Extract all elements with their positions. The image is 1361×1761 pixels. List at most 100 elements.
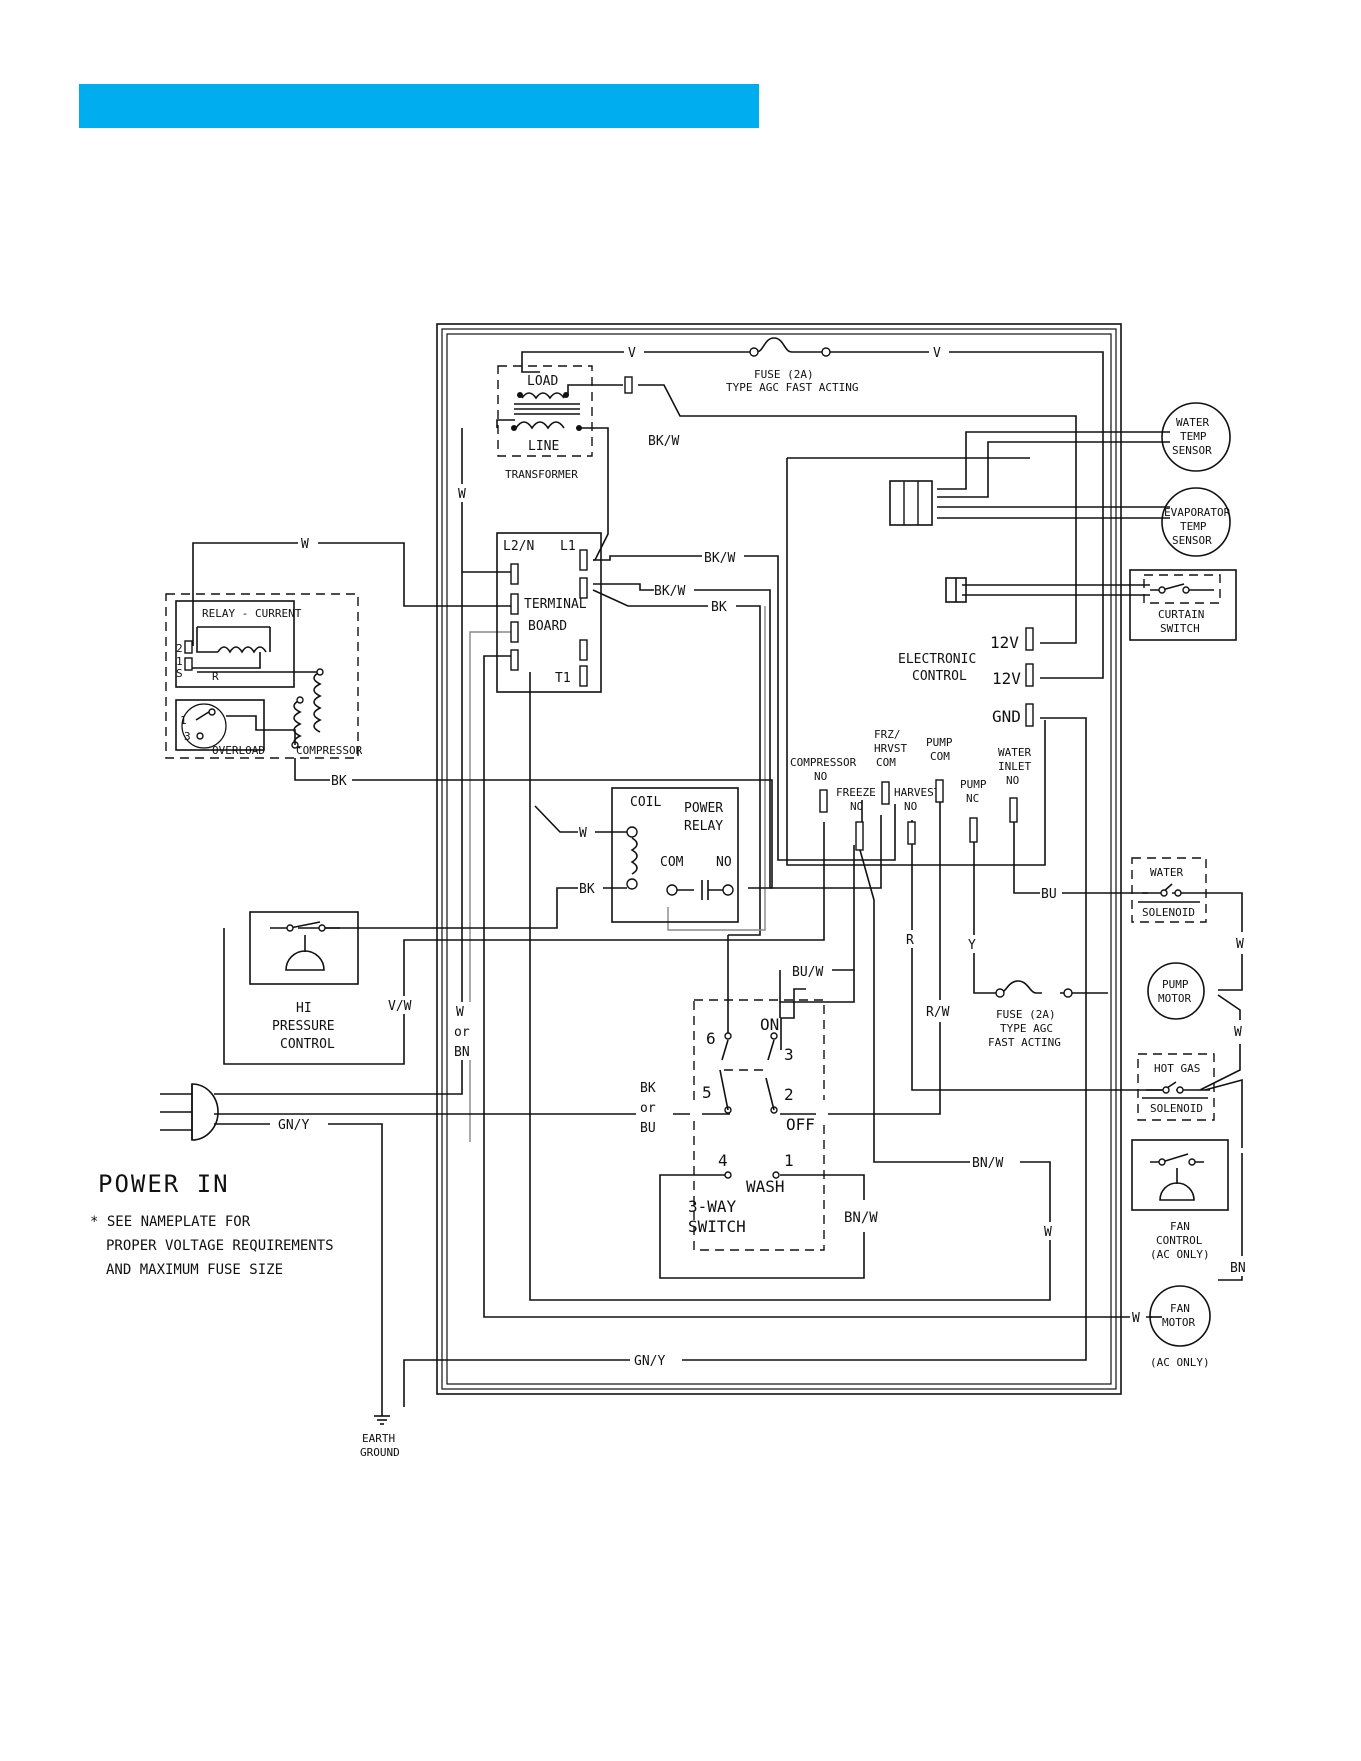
three-way-switch: 6 ON 3 5 2 OFF 4 1 WASH 3-WAY SWITCH xyxy=(688,999,828,1251)
wire-label-bn-1: BN xyxy=(454,1045,470,1060)
switch-name-label-2: SWITCH xyxy=(688,1217,746,1236)
wire-label-bu-sw: BU xyxy=(640,1121,656,1136)
power-plug xyxy=(160,1083,219,1141)
fuse-pump-label-3: FAST ACTING xyxy=(988,1036,1061,1049)
pump-motor-label-2: MOTOR xyxy=(1158,992,1191,1005)
curtain-label-1: CURTAIN xyxy=(1158,608,1204,621)
electronic-control: ELECTRONIC CONTROL 12V 12V GND COMPRESSO… xyxy=(790,480,1034,851)
frz-label-1: FRZ/ xyxy=(874,728,901,741)
terminal-board-label-1: TERMINAL xyxy=(524,597,587,612)
wire-label-w-fanm: W xyxy=(1132,1311,1140,1326)
water-solenoid-label-1: WATER xyxy=(1150,866,1183,879)
wire-label-buw: BU/W xyxy=(792,965,823,980)
evaporator-temp-sensor: EVAPORATOR TEMP SENSOR xyxy=(1161,487,1231,557)
overload-label: OVERLOAD xyxy=(212,744,265,757)
fuse-top-type-label: TYPE AGC FAST ACTING xyxy=(726,381,858,394)
coil-label: COIL xyxy=(630,795,661,810)
gnd-label: GND xyxy=(992,707,1021,726)
hot-gas-solenoid: HOT GAS SOLENOID xyxy=(1137,1053,1215,1121)
hi-pressure-label-1: HI xyxy=(296,1001,312,1016)
wire-label-or-1: or xyxy=(454,1025,470,1040)
wire-label-bnw-1: BN/W xyxy=(972,1156,1003,1171)
wire-label-bk-relay: BK xyxy=(579,882,595,897)
fan-motor-label-1: FAN xyxy=(1170,1302,1190,1315)
fan-control-label-3: (AC ONLY) xyxy=(1150,1248,1210,1261)
hot-gas-label-1: HOT GAS xyxy=(1154,1062,1200,1075)
wire-label-bn-fan: BN xyxy=(1230,1261,1246,1276)
fan-motor: FAN MOTOR (AC ONLY) xyxy=(1149,1285,1211,1369)
terminal-l2n-label: L2/N xyxy=(503,539,534,554)
switch-pin-2: 2 xyxy=(784,1085,794,1104)
wire-label-bkw-1: BK/W xyxy=(704,551,735,566)
curtain-switch: CURTAIN SWITCH xyxy=(1129,569,1237,641)
pump-motor: PUMP MOTOR xyxy=(1147,962,1205,1020)
v12-a-label: 12V xyxy=(990,633,1019,652)
evap-temp-label-1: EVAPORATOR xyxy=(1164,506,1231,519)
transformer-label: TRANSFORMER xyxy=(505,468,578,481)
terminal-t1-label: T1 xyxy=(555,671,571,686)
fuse-top-label: FUSE (2A) xyxy=(754,368,814,381)
fan-control-label-2: CONTROL xyxy=(1156,1234,1203,1247)
earth-ground: EARTH GROUND xyxy=(360,1407,400,1459)
wire-labels: V V W BK/W W BK/W BK/W BK BK W BK V/W W … xyxy=(270,344,1254,1369)
fan-control: FAN CONTROL (AC ONLY) xyxy=(1131,1139,1229,1261)
switch-off-label: OFF xyxy=(786,1115,815,1134)
water-temp-sensor: WATER TEMP SENSOR xyxy=(1161,402,1231,472)
terminal-l1-label: L1 xyxy=(560,539,576,554)
curtain-label-2: SWITCH xyxy=(1160,622,1200,635)
fan-motor-label-3: (AC ONLY) xyxy=(1150,1356,1210,1369)
pump-nc-label-1: PUMP xyxy=(960,778,987,791)
overload-pin-1: 1 xyxy=(180,714,187,727)
wire-label-bk-1: BK xyxy=(711,600,727,615)
switch-pin-5: 5 xyxy=(702,1083,712,1102)
power-relay-label-1: POWER xyxy=(684,801,723,816)
freeze-no-label-2: NO xyxy=(850,800,863,813)
harvest-no-label-2: NO xyxy=(904,800,917,813)
enclosure-frame xyxy=(436,323,1122,1395)
hi-pressure-label-3: CONTROL xyxy=(280,1037,335,1052)
compressor-no-label-1: COMPRESSOR xyxy=(790,756,857,769)
power-relay: COIL POWER RELAY COM NO xyxy=(611,787,739,923)
water-temp-label-3: SENSOR xyxy=(1172,444,1212,457)
switch-wash-label: WASH xyxy=(746,1177,785,1196)
power-relay-label-2: RELAY xyxy=(684,819,723,834)
hi-pressure-control: HI PRESSURE CONTROL xyxy=(249,911,359,1052)
relay-pin-2: 2 xyxy=(176,642,183,655)
relay-current-label: RELAY - CURRENT xyxy=(202,607,302,620)
line-label: LINE xyxy=(528,439,559,454)
evap-temp-label-2: TEMP xyxy=(1180,520,1207,533)
switch-pin-3: 3 xyxy=(784,1045,794,1064)
electronic-control-label-2: CONTROL xyxy=(912,669,967,684)
relay-com-label: COM xyxy=(660,855,684,870)
water-temp-label-1: WATER xyxy=(1176,416,1209,429)
wire-label-w-trans: W xyxy=(458,487,466,502)
pump-com-label-2: COM xyxy=(930,750,950,763)
compressor-label: COMPRESSOR xyxy=(296,744,363,757)
wire-label-y: Y xyxy=(968,938,976,953)
wire-label-or-2: or xyxy=(640,1101,656,1116)
wires xyxy=(192,337,1243,1407)
wire-label-gny-2: GN/Y xyxy=(634,1354,665,1369)
fuse-pump-label-2: TYPE AGC xyxy=(1000,1022,1053,1035)
load-label: LOAD xyxy=(527,374,558,389)
note-line-1: * SEE NAMEPLATE FOR xyxy=(90,1214,251,1230)
water-solenoid: WATER SOLENOID xyxy=(1131,857,1207,923)
wire-label-bkw-2: BK/W xyxy=(654,584,685,599)
wire-label-r: R xyxy=(906,933,914,948)
wire-label-w-fan: W xyxy=(1044,1225,1052,1240)
relay-pin-1: 1 xyxy=(176,655,183,668)
fuse-pump-label-1: FUSE (2A) xyxy=(996,1008,1056,1021)
wire-label-gny-1: GN/Y xyxy=(278,1118,309,1133)
v12-b-label: 12V xyxy=(992,669,1021,688)
relay-no-label: NO xyxy=(716,855,732,870)
transformer: LOAD LINE TRANSFORMER xyxy=(497,365,633,481)
compressor-no-label-2: NO xyxy=(814,770,827,783)
overload-pin-3: 3 xyxy=(184,730,191,743)
wire-label-bk-comp: BK xyxy=(331,774,347,789)
freeze-no-label-1: FREEZE xyxy=(836,786,876,799)
switch-on-label: ON xyxy=(760,1015,779,1034)
power-in-label: POWER IN xyxy=(98,1170,230,1198)
wire-label-vw: V/W xyxy=(388,999,412,1014)
water-solenoid-label-2: SOLENOID xyxy=(1142,906,1195,919)
